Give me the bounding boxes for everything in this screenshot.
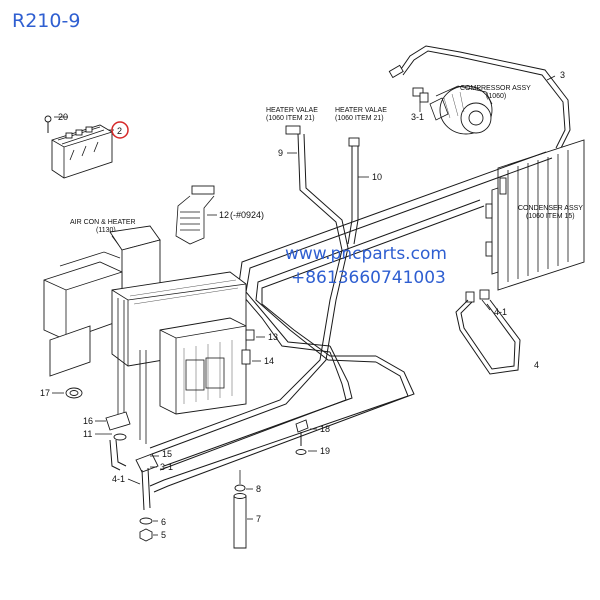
callout-17: 17 (40, 388, 50, 398)
condenser-assy-ref: (1060 ITEM 15) (526, 213, 575, 220)
callout-6: 6 (161, 517, 166, 527)
callout-15: 15 (162, 449, 172, 459)
callout-4-1-right: 4-1 (494, 307, 507, 317)
heater-valve-a-label: HEATER VALAE (266, 107, 318, 114)
compressor-assy-ref: (1060) (486, 93, 506, 100)
callout-12: 12 (219, 210, 229, 220)
callout-10: 10 (372, 172, 382, 182)
callout-11: 11 (83, 429, 92, 439)
watermark-website: www.pncparts.com (285, 244, 447, 264)
callout-2: 2 (117, 126, 122, 136)
aircon-heater-ref: (1130) (96, 227, 116, 234)
compressor-part (412, 85, 493, 135)
condenser-part (485, 139, 585, 291)
callout-3-1-bottom: 3-1 (160, 462, 173, 472)
callout-8: 8 (256, 484, 261, 494)
aircon-heater-unit (43, 225, 247, 444)
callout-5: 5 (161, 530, 166, 540)
callout-14: 14 (264, 356, 274, 366)
callout-12-note: (-#0924) (230, 210, 264, 220)
heater-valve-b-label: HEATER VALAE (335, 107, 387, 114)
model-title: R210-9 (12, 10, 81, 32)
callout-18: 18 (320, 424, 330, 434)
heater-valve-parts (285, 125, 360, 147)
aircon-heater-label: AIR CON & HEATER (70, 219, 136, 226)
callout-4-1-bottom: 4-1 (112, 474, 125, 484)
callout-9: 9 (278, 148, 283, 158)
callout-7: 7 (256, 514, 261, 524)
highlight-circle (111, 121, 129, 139)
compressor-assy-label: COMPRESSOR ASSY (460, 85, 531, 92)
callout-3: 3 (560, 70, 565, 80)
callout-13: 13 (268, 332, 278, 342)
callout-16: 16 (83, 416, 93, 426)
callout-19: 19 (320, 446, 330, 456)
wire-harness-part (175, 185, 215, 245)
refrigerant-lines (149, 151, 553, 493)
control-module-part (44, 115, 113, 179)
watermark-phone: +8613660741003 (291, 268, 446, 288)
callout-4: 4 (534, 360, 539, 370)
heater-valve-b-ref: (1060 ITEM 21) (335, 115, 384, 122)
callout-3-1-top: 3-1 (411, 112, 424, 122)
condenser-assy-label: CONDENSER ASSY (518, 205, 583, 212)
heater-valve-a-ref: (1060 ITEM 21) (266, 115, 315, 122)
